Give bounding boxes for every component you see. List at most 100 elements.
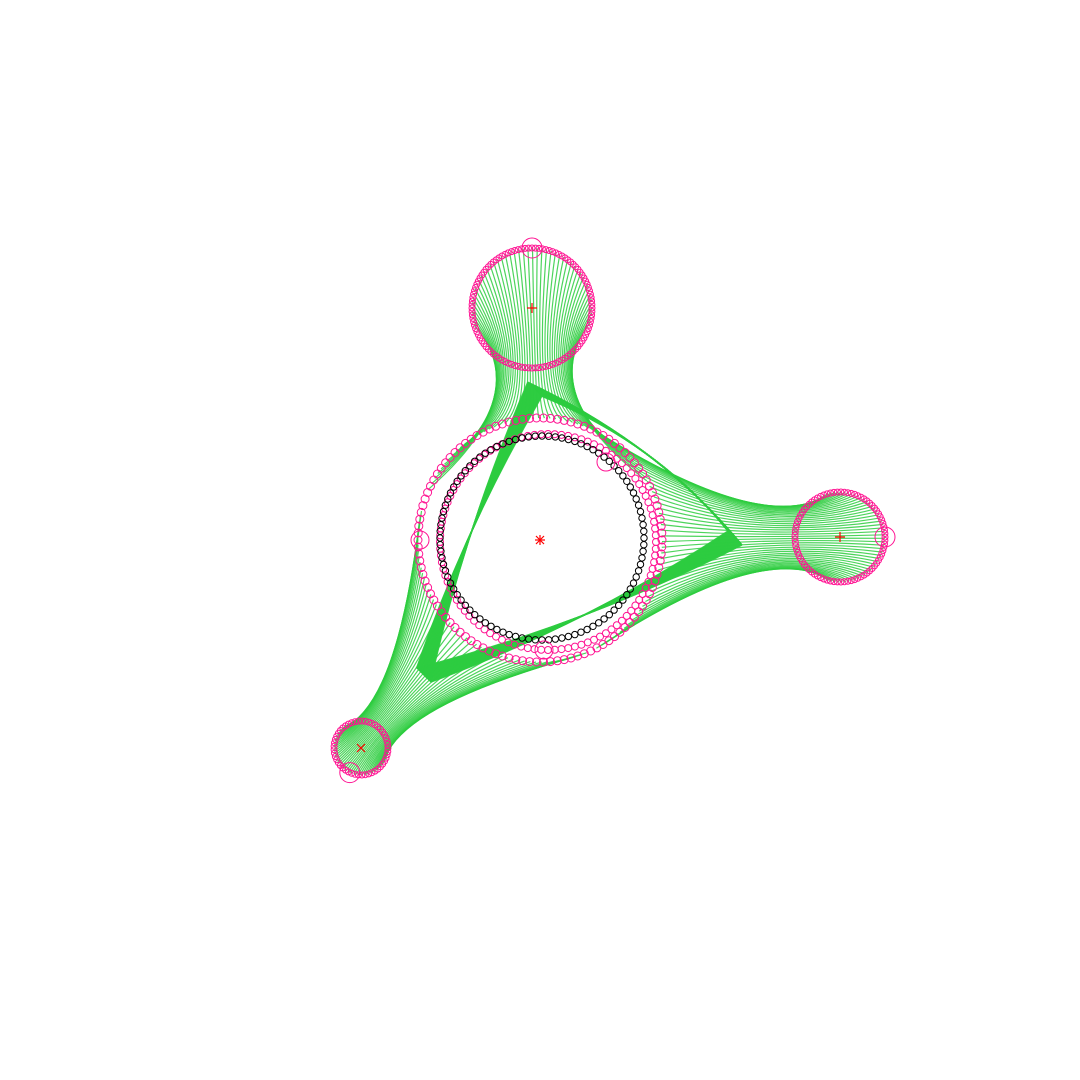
hub-outer-node xyxy=(416,507,426,517)
hub-outer-node xyxy=(497,651,507,661)
hub-outer-node xyxy=(552,414,562,424)
hub-mid-node xyxy=(627,606,636,615)
satellite-node-bottom-left xyxy=(330,746,338,754)
satellite-node-top xyxy=(471,287,478,295)
link-right xyxy=(645,559,869,603)
satellite-node-right xyxy=(881,533,889,541)
hub-mid-node xyxy=(627,469,636,478)
hub-mid-node xyxy=(452,595,461,604)
satellite-node-bottom-left xyxy=(348,719,356,727)
hub-outer-node xyxy=(518,656,528,666)
satellite-node-top xyxy=(586,318,594,326)
hub-inner-node xyxy=(600,615,608,623)
link-right xyxy=(637,466,862,513)
satellite-node-top xyxy=(473,328,481,336)
link-bottom-left xyxy=(367,660,525,775)
hub-outer-node xyxy=(566,417,576,427)
satellite-node-top xyxy=(504,249,512,257)
link-right xyxy=(661,537,886,543)
hub-outer-node xyxy=(650,494,660,504)
satellite-node-right xyxy=(791,535,799,543)
satellite-node-right xyxy=(851,490,859,498)
link-right xyxy=(660,544,884,560)
hub-inner-node xyxy=(487,446,495,454)
hub-outer-node xyxy=(415,514,425,524)
satellite-node-right xyxy=(844,489,852,497)
hub-outer-node xyxy=(656,549,666,559)
hub-inner-node xyxy=(441,567,450,575)
hub-outer-node xyxy=(655,556,665,566)
hub-inner-node xyxy=(481,619,489,627)
satellite-node-top xyxy=(469,294,477,302)
link-bottom-left xyxy=(378,659,560,768)
satellite-node-bottom-left xyxy=(351,718,359,726)
hub-inner-node xyxy=(632,573,640,581)
hub-outer-node xyxy=(418,569,428,579)
link-right xyxy=(650,556,874,592)
satellite-node-right xyxy=(851,576,859,584)
link-right xyxy=(622,449,849,509)
satellite-node-top xyxy=(538,245,546,253)
hub-inner-node xyxy=(636,560,645,569)
link-bottom-left xyxy=(335,556,420,740)
satellite-node-right xyxy=(823,576,831,584)
hub-mid-node xyxy=(638,590,647,598)
hub-outer-node xyxy=(650,576,660,586)
link-band-right-bottom-left xyxy=(416,544,743,669)
link-right xyxy=(653,496,878,523)
hub-outer-node xyxy=(532,657,541,667)
link-bottom-left xyxy=(363,658,514,776)
satellite-node-top xyxy=(514,246,522,254)
hub-inner-node xyxy=(441,501,450,509)
link-bottom-left xyxy=(375,661,548,771)
hub-outer-node xyxy=(615,627,625,637)
hub-inner-node xyxy=(571,630,579,639)
satellite-node-right xyxy=(854,492,862,500)
hub-inner-node xyxy=(471,457,479,465)
satellite-node-right xyxy=(792,542,800,550)
hub-inner-node xyxy=(589,446,597,454)
satellite-node-bottom-left xyxy=(358,771,366,779)
satellite-node-top xyxy=(586,321,593,329)
hub-inner-node xyxy=(632,495,640,503)
link-top xyxy=(493,258,516,428)
hub-outer-handle xyxy=(534,640,554,660)
satellite-node-top xyxy=(511,247,519,254)
link-top xyxy=(560,269,600,434)
link-right xyxy=(661,542,885,554)
satellite-node-right xyxy=(881,530,889,537)
hub-inner-node xyxy=(589,622,597,630)
hub-outer-node xyxy=(504,653,514,663)
hub-outer-node xyxy=(610,438,619,448)
satellite-node-top xyxy=(508,248,515,256)
link-top xyxy=(558,265,595,432)
satellite-node-top xyxy=(525,364,532,372)
hub-inner-node xyxy=(466,606,474,614)
hub-outer-node xyxy=(552,656,562,666)
hub-inner-node xyxy=(615,467,623,475)
link-right xyxy=(649,485,873,519)
satellite-node-right xyxy=(830,488,838,496)
hub-inner-node xyxy=(595,619,603,627)
satellite-handle-top xyxy=(521,237,543,259)
hub-outer-node xyxy=(414,521,424,531)
satellite-node-bottom-left xyxy=(354,717,362,725)
link-right xyxy=(661,529,885,535)
hub-outer-node xyxy=(566,653,576,663)
satellite-node-right xyxy=(881,537,889,544)
satellite-node-top xyxy=(588,301,596,308)
satellite-node-bottom-left xyxy=(330,742,338,750)
satellite-handle-bottom-left xyxy=(339,762,361,784)
link-bottom-left xyxy=(342,630,459,769)
link-bottom-left xyxy=(333,572,424,746)
hub-mid-node xyxy=(612,621,621,630)
satellite-handle-right xyxy=(874,526,896,548)
satellite-node-bottom-left xyxy=(331,753,339,760)
satellite-node-right xyxy=(878,550,886,558)
hub-inner-node xyxy=(615,601,623,609)
satellite-node-top xyxy=(470,318,478,326)
satellite-node-bottom-left xyxy=(331,749,338,757)
satellite-node-top xyxy=(549,360,556,368)
link-bottom-left xyxy=(357,653,498,776)
